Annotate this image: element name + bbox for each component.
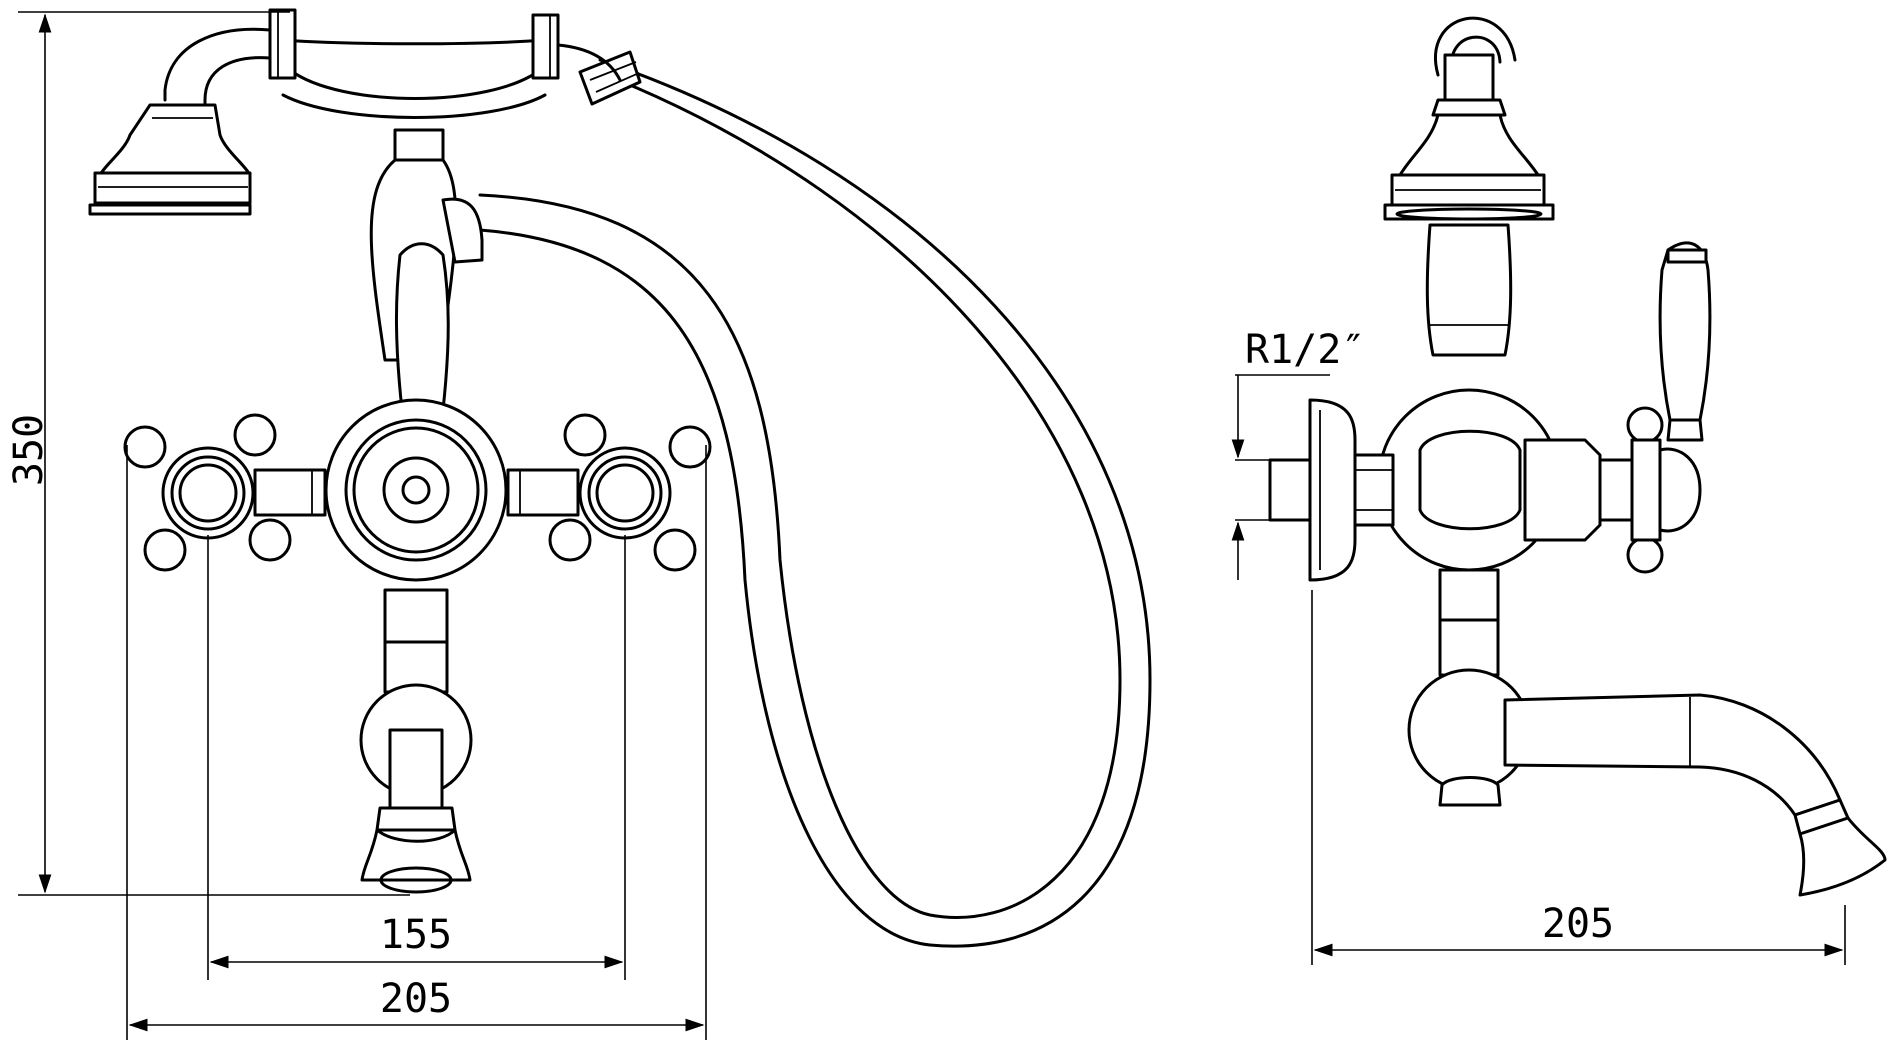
wall-flange (1268, 398, 1395, 582)
height-dimension-label: 350 (6, 414, 52, 486)
side-hook (1383, 16, 1555, 221)
left-cross-handle (123, 413, 292, 572)
mixer-body (253, 398, 580, 582)
front-width-label: 205 (380, 976, 452, 1022)
side-dimensions: R1/2″ 205 (1231, 327, 1846, 965)
side-projection-label: 205 (1542, 901, 1614, 947)
front-view (88, 8, 1152, 948)
side-stem (1377, 223, 1561, 572)
thread-size-label: R1/2″ (1245, 327, 1365, 373)
cradle-stem (369, 128, 484, 437)
shower-hose (478, 50, 1152, 948)
front-dimensions: 350 155 205 (6, 11, 707, 1040)
handset (88, 8, 622, 216)
right-cross-handle (548, 413, 712, 572)
side-spout (1407, 568, 1887, 897)
side-valve (1523, 241, 1712, 574)
side-view (1268, 16, 1887, 897)
inlet-spacing-label: 155 (380, 912, 452, 958)
front-spout (359, 588, 473, 894)
